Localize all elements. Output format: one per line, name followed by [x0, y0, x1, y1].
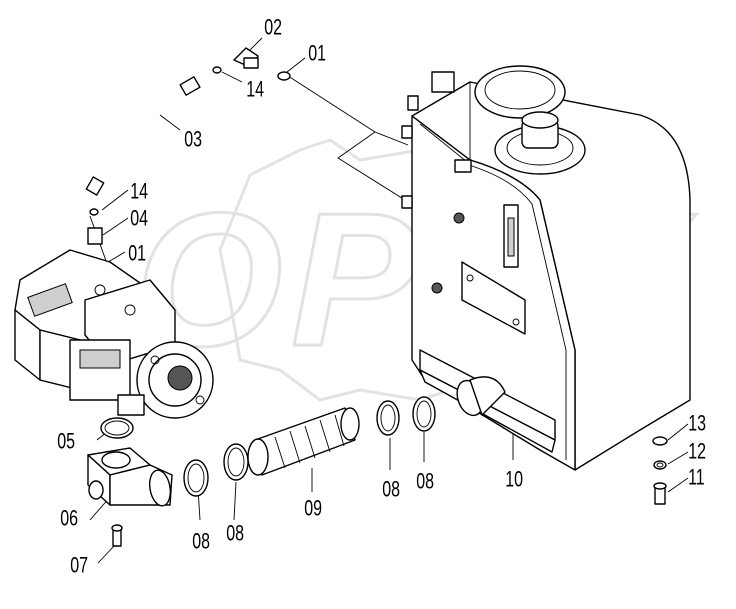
label-14: 14: [130, 180, 148, 204]
mounting-hardware: [652, 436, 668, 505]
label-03: 03: [184, 128, 202, 152]
label-06: 06: [60, 507, 78, 531]
leader-lines: [89, 37, 689, 564]
hose-line: [85, 76, 201, 196]
label-10: 10: [505, 468, 523, 492]
label-13: 13: [688, 412, 706, 436]
label-01: 01: [308, 42, 326, 66]
label-02: 02: [264, 16, 282, 40]
pump-assembly: [14, 249, 214, 419]
suction-flange-elbow: [87, 447, 173, 507]
hydraulic-tank: [401, 65, 691, 471]
label-11: 11: [688, 466, 705, 490]
label-04: 04: [130, 207, 148, 231]
label-08: 08: [382, 478, 400, 502]
label-12: 12: [688, 440, 706, 464]
suction-hose: [247, 407, 360, 476]
label-05: 05: [57, 430, 75, 454]
label-08: 08: [192, 530, 210, 554]
flange-bolt: [111, 524, 123, 547]
label-07: 07: [70, 554, 88, 578]
label-08: 08: [226, 522, 244, 546]
label-08: 08: [416, 470, 434, 494]
label-01: 01: [128, 242, 146, 266]
label-09: 09: [304, 497, 322, 521]
label-14: 14: [246, 78, 264, 102]
part-labels: 02 01 14 03 14 04 01 05 06 07 08 08 09 0…: [57, 16, 706, 578]
hose-clamps: [183, 396, 436, 497]
elbow-fitting: [212, 47, 291, 81]
